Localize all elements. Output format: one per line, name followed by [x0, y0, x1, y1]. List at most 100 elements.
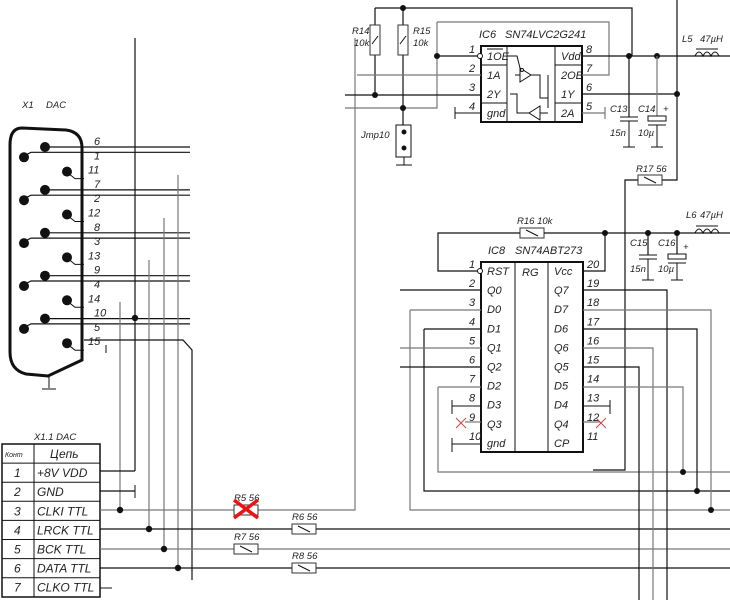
- svg-text:15n: 15n: [630, 264, 646, 275]
- x1-pin-label: 8: [94, 222, 101, 234]
- x1-pin-8: [40, 227, 50, 238]
- table-title: X1.1 DAC: [33, 432, 76, 443]
- pin-number: 7: [586, 63, 593, 75]
- table-row-pin: 1: [14, 466, 21, 480]
- x1-pin-label: 14: [88, 293, 100, 305]
- ic6: IC6 SN74LVC2G241 11OE21A32Y4gnd8Vdd72OE6…: [468, 29, 593, 123]
- capacitor-c13: C13 15n: [610, 56, 638, 148]
- svg-text:L5: L5: [682, 34, 693, 45]
- ic6-ref: IC6: [479, 29, 497, 41]
- resistor-r15: R15 10k: [397, 24, 431, 56]
- x1-pin-13: [62, 252, 72, 263]
- pin-name: 1OE: [487, 51, 510, 63]
- x1-pin-9: [40, 270, 50, 281]
- pin-number: 15: [587, 355, 600, 367]
- svg-text:L6: L6: [686, 210, 697, 221]
- pin-name: 1Y: [561, 89, 575, 101]
- svg-text:15n: 15n: [610, 128, 626, 139]
- pin-number: 3: [469, 297, 476, 309]
- pin-name: D6: [554, 323, 569, 335]
- resistor-r5: R5 56: [232, 493, 260, 520]
- resistor-r17: R17 56: [593, 164, 667, 471]
- table-row-pin: 5: [14, 543, 21, 557]
- pin-name: RST: [487, 266, 510, 278]
- pin-number: 5: [586, 101, 593, 113]
- ic8: IC8 SN74ABT273 RG 1RST2Q03D04D15Q16Q27D2…: [468, 245, 600, 453]
- ic6-part: SN74LVC2G241: [505, 29, 586, 41]
- x1-pin-label: 7: [94, 179, 101, 191]
- svg-text:10µ: 10µ: [638, 128, 655, 139]
- pin-name: Q6: [554, 342, 570, 354]
- d-sub-shell: [8, 126, 84, 378]
- svg-text:+: +: [683, 242, 689, 253]
- pin-number: 7: [469, 374, 476, 386]
- x1-pin-3: [19, 238, 29, 249]
- x1-pin-label: 13: [88, 250, 101, 262]
- pin-number: 4: [469, 316, 475, 328]
- pin-number: 2: [468, 63, 475, 75]
- resistor-r16: R16 10k: [437, 216, 730, 272]
- svg-text:10k: 10k: [413, 38, 430, 49]
- pin-number: 3: [469, 82, 476, 94]
- table-row-net: CLKO TTL: [37, 581, 94, 595]
- jumper-label: Jmp10: [360, 130, 390, 141]
- table-header-pin: Конт: [5, 452, 23, 459]
- svg-text:10k: 10k: [354, 38, 371, 49]
- pin-number: 10: [469, 431, 482, 443]
- pin-name: D1: [487, 323, 501, 335]
- svg-text:R14: R14: [352, 26, 369, 37]
- table-row-net: CLKI TTL: [37, 504, 88, 518]
- resistor-r7: R7 56: [233, 532, 260, 555]
- jumper-jmp10: Jmp10: [360, 108, 412, 166]
- resistor-r14: R14 10k: [352, 24, 381, 56]
- ic8-wires: [400, 289, 730, 600]
- x1-pin-label: 9: [94, 265, 100, 277]
- pin-name: 1A: [487, 70, 500, 82]
- pin-number: 18: [587, 297, 600, 309]
- x1-pin-label: 2: [93, 193, 100, 205]
- table-row-pin: 7: [14, 581, 22, 595]
- svg-text:R5 56: R5 56: [234, 493, 260, 504]
- table-row-pin: 6: [14, 562, 21, 576]
- resistor-r8: R8 56: [291, 551, 318, 574]
- table-row-net: DATA TTL: [37, 562, 91, 576]
- pin-number: 5: [469, 335, 476, 347]
- ic8-ref: IC8: [488, 245, 506, 257]
- x1-pin-label: 15: [88, 336, 101, 348]
- pin-name: Q2: [487, 362, 502, 374]
- table-row-net: LRCK TTL: [37, 523, 94, 537]
- pin-name: CP: [554, 438, 570, 450]
- x1-ref: X1: [21, 100, 34, 111]
- pin-number: 4: [469, 101, 475, 113]
- pin-name: D2: [487, 381, 501, 393]
- pin-number: 12: [587, 412, 599, 424]
- pin-number: 9: [469, 412, 475, 424]
- table-row-pin: 3: [14, 504, 21, 518]
- pin-name: Vdd: [561, 51, 581, 63]
- x1-pin-label: 4: [94, 279, 100, 291]
- svg-text:47µH: 47µH: [700, 210, 723, 221]
- pin-name: Q7: [554, 285, 570, 297]
- pin-number: 14: [587, 374, 599, 386]
- x1-pin-label: 12: [88, 208, 100, 220]
- svg-text:C16: C16: [658, 238, 676, 249]
- table-row-pin: 2: [13, 485, 21, 499]
- x1-pin-label: 11: [88, 165, 99, 177]
- pin-name: Q5: [554, 362, 570, 374]
- x1-pin-4: [19, 281, 29, 291]
- pin-number: 19: [587, 278, 599, 290]
- svg-text:47µH: 47µH: [700, 34, 723, 45]
- ic8-center: RG: [522, 267, 539, 279]
- x1-name: DAC: [46, 100, 66, 111]
- x1-pin-6: [40, 142, 50, 152]
- pin-name: D4: [554, 400, 568, 412]
- x1-pin-12: [62, 209, 72, 220]
- pin-name: 2OE: [560, 70, 584, 82]
- svg-text:R7 56: R7 56: [234, 532, 260, 543]
- table-header-net: Цепь: [50, 447, 79, 461]
- capacitor-c14: C14 + 10µ: [638, 56, 669, 148]
- svg-text:R6 56: R6 56: [292, 512, 318, 523]
- pin-name: D3: [487, 400, 502, 412]
